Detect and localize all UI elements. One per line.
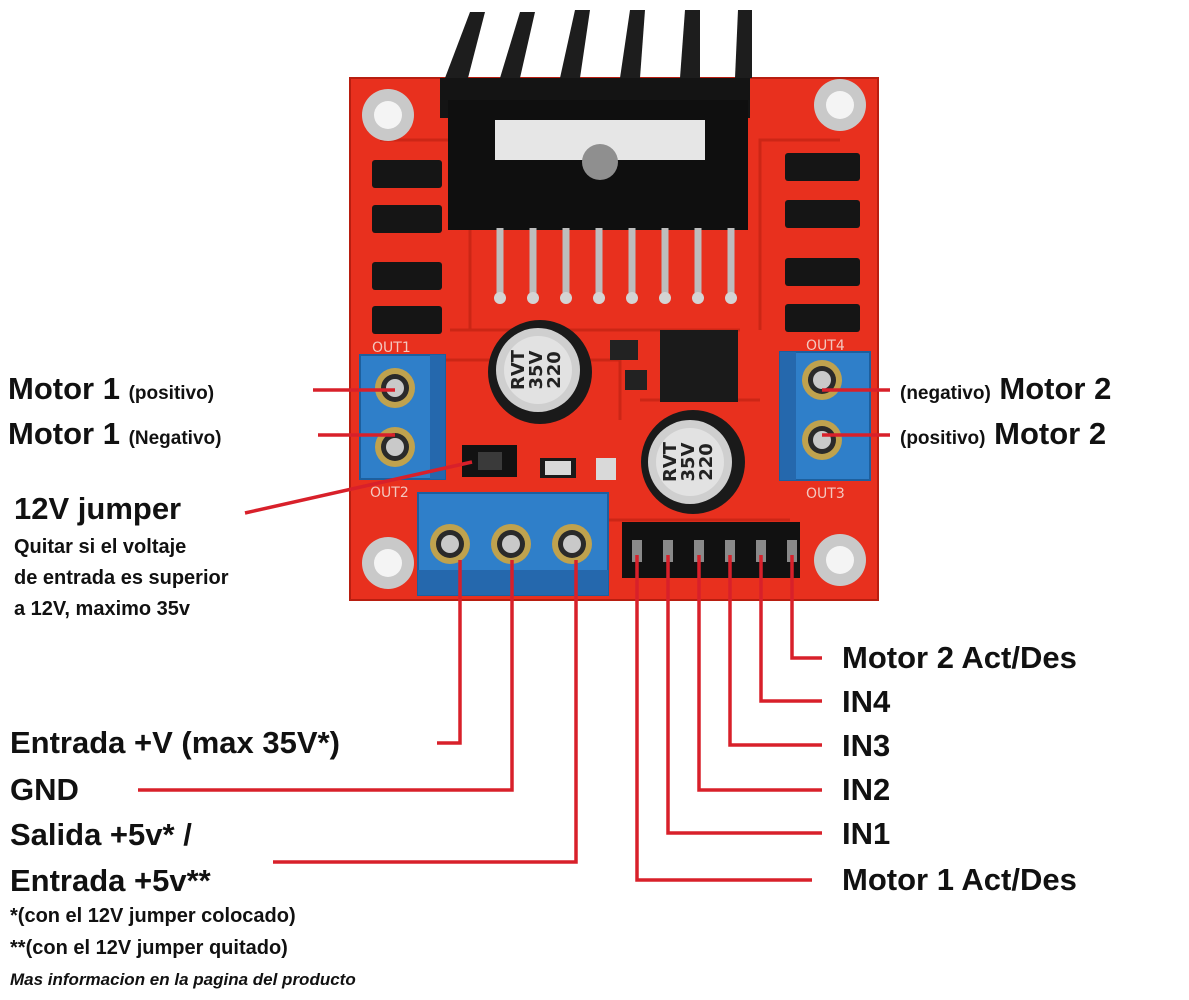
label-motor1-negative-sub: (Negativo) [128, 428, 222, 449]
footnote-jumper-off: **(con el 12V jumper quitado) [10, 937, 288, 959]
footnote-jumper-on: *(con el 12V jumper colocado) [10, 905, 296, 927]
label-motor2-negative: (negativo) Motor 2 [900, 372, 1111, 411]
label-motor1-negative-main: Motor 1 [8, 416, 120, 451]
heatsink [440, 10, 752, 230]
label-5v-line2: Entrada +5v** [10, 863, 211, 898]
label-motor1-negative: Motor 1 (Negativo) [8, 417, 221, 456]
terminal-out1-out2 [359, 354, 446, 480]
silkscreen-out1: OUT1 [372, 340, 411, 356]
leader-lines [138, 388, 890, 882]
diodes-left [372, 160, 442, 334]
label-motor2-positive: (positivo) Motor 2 [900, 417, 1106, 456]
leader-in1 [666, 555, 822, 835]
label-gnd: GND [10, 772, 79, 807]
terminal-out3-out4 [779, 351, 871, 481]
capacitor-1-brand: RVT [508, 349, 529, 390]
leader-ena1 [635, 555, 812, 882]
label-in1: IN1 [842, 816, 891, 851]
label-jumper-note-3: a 12V, maximo 35v [14, 598, 191, 620]
leader-in4 [759, 555, 822, 703]
label-in2: IN2 [842, 772, 891, 807]
label-motor1-positive-main: Motor 1 [8, 371, 120, 406]
capacitor-2-voltage: 35V [678, 442, 699, 481]
silkscreen-out3: OUT3 [806, 486, 845, 502]
capacitor-2-value: 220 [696, 443, 717, 481]
silkscreen-out2: OUT2 [370, 485, 409, 501]
control-pin-header [622, 522, 800, 578]
label-in3: IN3 [842, 728, 891, 763]
capacitor-1-voltage: 35V [526, 350, 547, 389]
label-in4: IN4 [842, 684, 891, 719]
capacitor-1-value: 220 [544, 351, 565, 389]
footnote-more-info: Mas informacion en la pagina del product… [10, 970, 356, 989]
label-motor1-positive: Motor 1 (positivo) [8, 372, 214, 411]
label-motor1-positive-sub: (positivo) [128, 383, 215, 404]
label-motor2-negative-sub: (negativo) [900, 383, 991, 404]
label-ena2: Motor 2 Act/Des [842, 640, 1077, 675]
diodes-right [785, 153, 860, 332]
leader-in2 [697, 555, 822, 792]
label-motor2-negative-main: Motor 2 [999, 371, 1112, 406]
label-vin: Entrada +V (max 35V*) [10, 725, 340, 760]
silkscreen-out4: OUT4 [806, 338, 845, 354]
capacitor-1 [488, 320, 592, 424]
label-5v-line1: Salida +5v* / [10, 817, 192, 852]
label-jumper-title: 12V jumper [14, 491, 182, 526]
leader-vin [437, 560, 462, 745]
driver-chip-legs [496, 228, 735, 295]
leader-in3 [728, 555, 822, 747]
capacitor-2 [641, 410, 745, 514]
label-jumper-note-1: Quitar si el voltaje [14, 536, 187, 558]
label-jumper-note-2: de entrada es superior [14, 567, 229, 589]
capacitor-2-brand: RVT [660, 441, 681, 482]
leader-gnd [138, 560, 514, 792]
leader-5v [273, 560, 578, 864]
label-motor2-positive-sub: (positivo) [900, 428, 986, 449]
label-ena1: Motor 1 Act/Des [842, 862, 1077, 897]
leader-jumper [244, 460, 473, 515]
label-motor2-positive-main: Motor 2 [994, 416, 1107, 451]
leader-ena2 [790, 555, 822, 660]
mounting-holes [362, 79, 866, 589]
voltage-regulator [660, 330, 738, 402]
